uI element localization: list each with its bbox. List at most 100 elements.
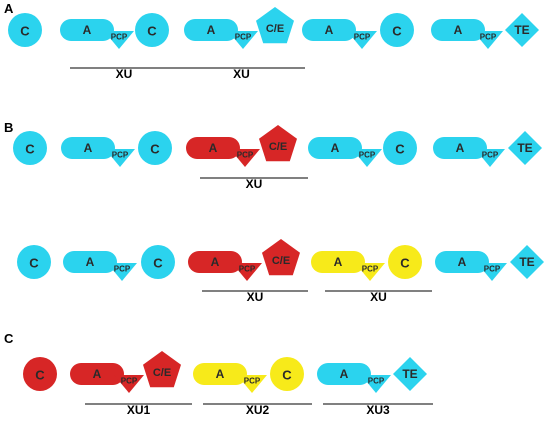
module-c-domain: C bbox=[13, 131, 47, 165]
module-a-domain: A bbox=[63, 251, 117, 273]
c-domain-label: C bbox=[147, 24, 157, 39]
module-c-e-domain: C/E bbox=[259, 125, 297, 162]
c-domain-circle bbox=[17, 245, 51, 279]
a-domain-shape bbox=[63, 251, 117, 273]
module-pcp-domain: PCP bbox=[361, 375, 391, 393]
module-c-domain: C bbox=[138, 131, 172, 165]
module-pcp-domain: PCP bbox=[232, 263, 262, 281]
c-domain-circle bbox=[141, 245, 175, 279]
te-domain-label: TE bbox=[514, 23, 529, 37]
module-a-domain: A bbox=[60, 19, 114, 41]
c-domain-circle bbox=[270, 357, 304, 391]
module-pcp-domain: PCP bbox=[107, 263, 137, 281]
xu-label: XU bbox=[370, 290, 387, 304]
section-a-label: A bbox=[4, 1, 14, 16]
pcp-domain-label: PCP bbox=[368, 377, 385, 386]
module-c-domain: C bbox=[141, 245, 175, 279]
a-domain-shape bbox=[188, 251, 242, 273]
module-pcp-domain: PCP bbox=[477, 263, 507, 281]
module-pcp-domain: PCP bbox=[475, 149, 505, 167]
module-a-domain: A bbox=[433, 137, 487, 159]
module-pcp-domain: PCP bbox=[237, 375, 267, 393]
module-pcp-domain: PCP bbox=[104, 31, 134, 49]
c-domain-circle bbox=[13, 131, 47, 165]
a-domain-label: A bbox=[93, 367, 102, 381]
xu-label: XU bbox=[246, 177, 263, 191]
pcp-domain-label: PCP bbox=[244, 377, 261, 386]
te-domain-label: TE bbox=[517, 141, 532, 155]
a-domain-label: A bbox=[458, 255, 467, 269]
module-pcp-domain: PCP bbox=[352, 149, 382, 167]
module-pcp-domain: PCP bbox=[473, 31, 503, 49]
a-domain-shape bbox=[308, 137, 362, 159]
te-domain-diamond bbox=[505, 13, 539, 47]
pcp-domain-label: PCP bbox=[237, 151, 254, 160]
xu-label: XU bbox=[233, 67, 250, 81]
module-c-e-domain: C/E bbox=[262, 239, 300, 276]
module-a-domain: A bbox=[302, 19, 356, 41]
a-domain-label: A bbox=[86, 255, 95, 269]
module-c-e-domain: C/E bbox=[143, 351, 181, 388]
module-a-domain: A bbox=[61, 137, 115, 159]
c-domain-circle bbox=[380, 13, 414, 47]
xu-label: XU bbox=[247, 290, 264, 304]
module-a-domain: A bbox=[311, 251, 365, 273]
module-c-domain: C bbox=[17, 245, 51, 279]
module-te-domain: TE bbox=[505, 13, 539, 47]
pcp-domain-triangle bbox=[473, 31, 503, 49]
ce-domain-label: C/E bbox=[153, 367, 171, 379]
c-domain-circle bbox=[383, 131, 417, 165]
c-domain-label: C bbox=[153, 256, 163, 271]
xu-label: XU2 bbox=[246, 403, 270, 417]
pcp-domain-triangle bbox=[361, 375, 391, 393]
module-c-domain: C bbox=[135, 13, 169, 47]
xu-label: XU3 bbox=[366, 403, 390, 417]
c-domain-label: C bbox=[20, 24, 30, 39]
pcp-domain-label: PCP bbox=[111, 33, 128, 42]
module-a-domain: A bbox=[186, 137, 240, 159]
a-domain-label: A bbox=[84, 141, 93, 155]
ce-domain-label: C/E bbox=[266, 23, 284, 35]
module-c-domain: C bbox=[383, 131, 417, 165]
c-domain-label: C bbox=[282, 368, 292, 383]
a-domain-shape bbox=[317, 363, 371, 385]
pcp-domain-label: PCP bbox=[354, 33, 371, 42]
pcp-domain-label: PCP bbox=[480, 33, 497, 42]
c-domain-circle bbox=[388, 245, 422, 279]
ce-domain-pentagon bbox=[259, 125, 297, 162]
module-c-domain: C bbox=[380, 13, 414, 47]
pcp-domain-triangle bbox=[105, 149, 135, 167]
ce-domain-label: C/E bbox=[272, 255, 290, 267]
module-te-domain: TE bbox=[508, 131, 542, 165]
section-b-label: B bbox=[4, 120, 13, 135]
pcp-domain-triangle bbox=[114, 375, 144, 393]
module-c-e-domain: C/E bbox=[256, 7, 294, 44]
c-domain-circle bbox=[138, 131, 172, 165]
section-c-label: C bbox=[4, 331, 14, 346]
te-domain-diamond bbox=[393, 357, 427, 391]
c-domain-label: C bbox=[400, 256, 410, 271]
module-pcp-domain: PCP bbox=[347, 31, 377, 49]
c-domain-label: C bbox=[395, 142, 405, 157]
a-domain-label: A bbox=[454, 23, 463, 37]
ce-domain-label: C/E bbox=[269, 141, 287, 153]
pcp-domain-triangle bbox=[347, 31, 377, 49]
module-pcp-domain: PCP bbox=[228, 31, 258, 49]
pcp-domain-triangle bbox=[230, 149, 260, 167]
pcp-domain-label: PCP bbox=[114, 265, 131, 274]
a-domain-shape bbox=[60, 19, 114, 41]
pcp-domain-triangle bbox=[107, 263, 137, 281]
module-c-domain: C bbox=[270, 357, 304, 391]
pcp-domain-label: PCP bbox=[362, 265, 379, 274]
pcp-domain-label: PCP bbox=[235, 33, 252, 42]
a-domain-shape bbox=[186, 137, 240, 159]
ce-domain-pentagon bbox=[256, 7, 294, 44]
a-domain-shape bbox=[61, 137, 115, 159]
c-domain-label: C bbox=[35, 368, 45, 383]
module-pcp-domain: PCP bbox=[355, 263, 385, 281]
pcp-domain-label: PCP bbox=[239, 265, 256, 274]
